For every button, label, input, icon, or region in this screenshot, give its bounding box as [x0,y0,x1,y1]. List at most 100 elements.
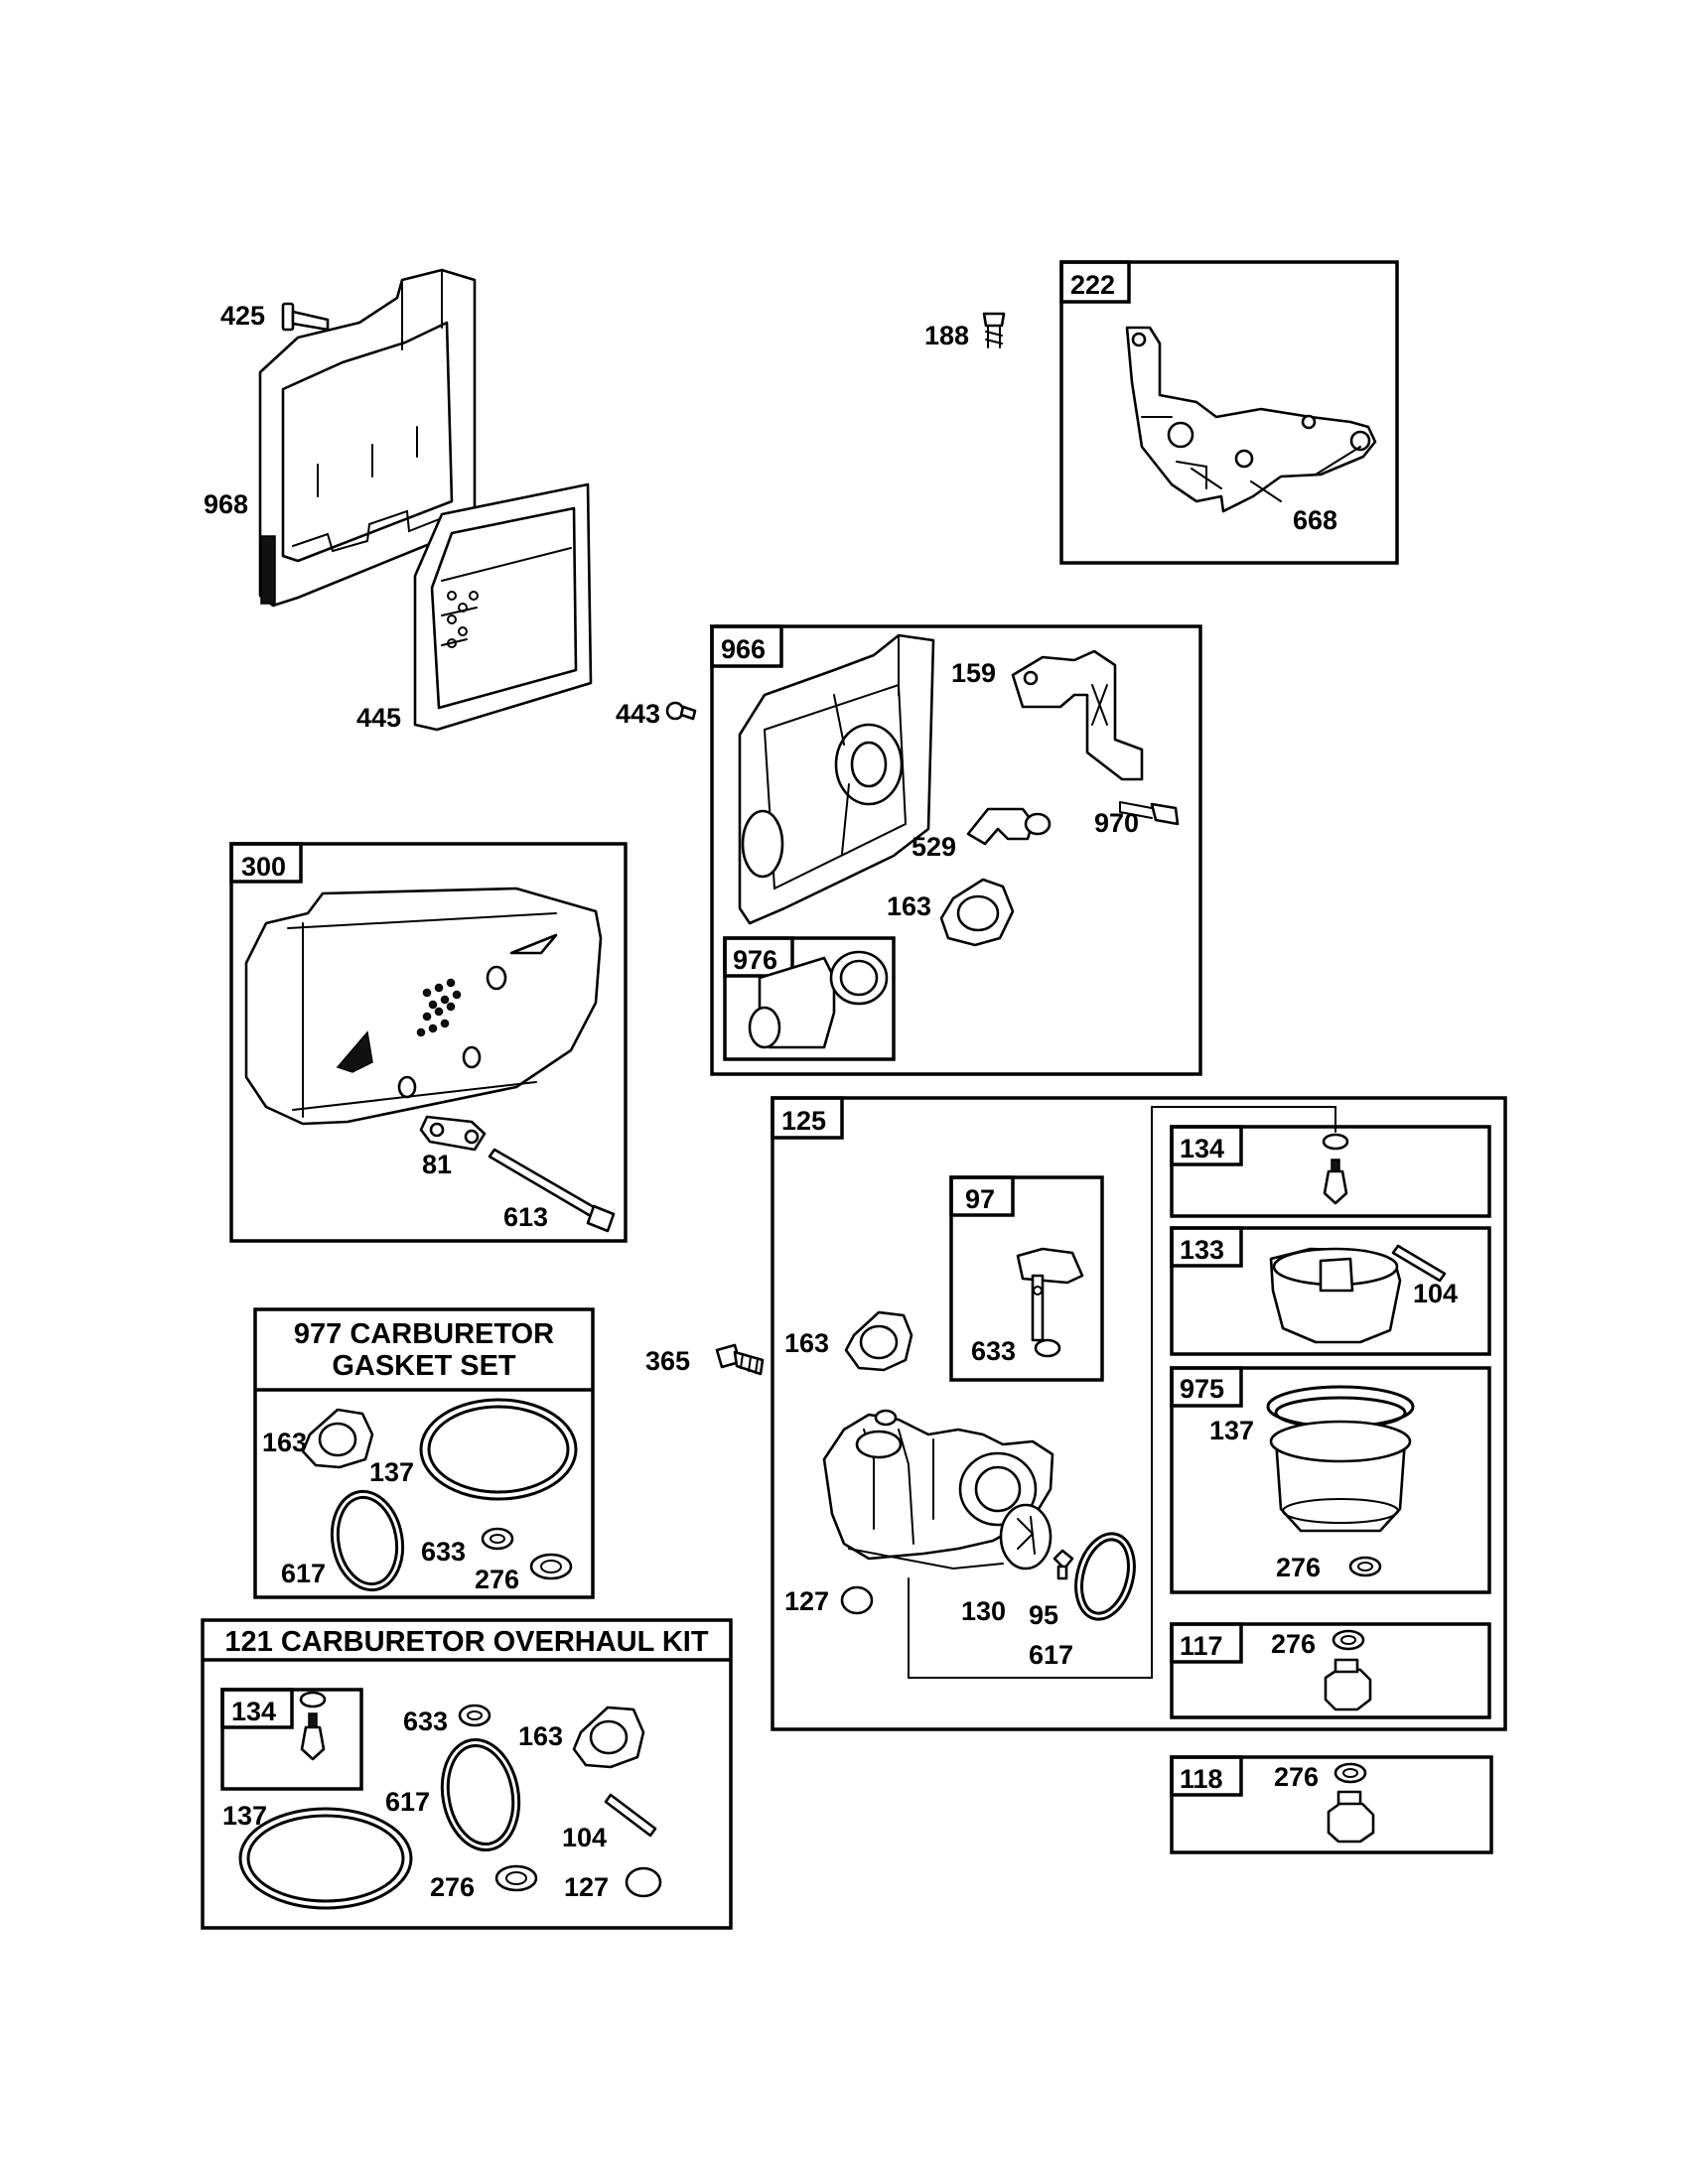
box-number-label: 97 [965,1184,995,1214]
box-number-label: 222 [1070,270,1115,300]
box-number-label: 300 [241,852,286,882]
part-number-label: 617 [385,1787,430,1817]
muffler-box-tag [229,842,303,884]
part-number-label: 276 [430,1872,475,1902]
part-number-label: 163 [518,1721,563,1751]
part-number-label: 425 [220,301,265,331]
part-number-label: 443 [616,699,660,729]
inlet-needle-part [1322,1133,1349,1205]
washer-part [458,1704,491,1727]
exhaust-gasket-part [419,1115,487,1152]
part-number-label: 276 [475,1565,519,1594]
gasket-part [572,1706,645,1769]
overhaul-kit-title: 121 CARBURETOR OVERHAUL KIT [224,1626,708,1658]
box-number-label: 976 [733,945,777,975]
part-number-label: 163 [887,891,931,921]
part-number-label: 95 [1029,1600,1058,1630]
part-number-label: 159 [951,658,996,688]
box-number-label: 975 [1180,1374,1224,1404]
part-number-label: 633 [421,1537,466,1567]
choke-shaft-box-frame [949,1175,1104,1382]
precleaner-box-frame [723,936,896,1061]
washer-part [494,1864,538,1892]
part-number-label: 633 [971,1336,1016,1366]
bowl-screw-part [1324,1658,1372,1711]
part-number-label: 104 [562,1823,607,1852]
box-number-label: 134 [1180,1134,1224,1163]
part-number-label: 617 [281,1559,326,1588]
part-number-label: 127 [564,1872,609,1902]
part-number-label: 276 [1274,1762,1319,1792]
box-number-label: 118 [1180,1764,1223,1794]
fuel-fitting-part [874,1409,898,1427]
connector-lines [908,1106,1336,1679]
part-number-label: 137 [369,1457,414,1487]
drain-screw-box-frame [1170,1622,1491,1719]
part-number-label: 968 [204,489,248,519]
part-number-label: 970 [1094,808,1139,838]
part-number-label: 365 [645,1346,690,1376]
washer-part [1348,1556,1382,1577]
part-number-label: 130 [961,1596,1006,1626]
drain-kit-box-frame [1170,1755,1493,1854]
muffler-part [244,887,603,1126]
bolt-part [1119,801,1180,826]
breather-bracket-part [1011,649,1144,781]
washer-part [1333,1762,1367,1784]
part-number-label: 81 [422,1150,452,1179]
part-number-label: 127 [784,1586,829,1616]
air-cleaner-box-tag [710,624,783,668]
drain-kit-box-tag [1170,1755,1243,1797]
part-number-label: 163 [262,1428,307,1457]
gasket-set-subtitle: GASKET SET [332,1350,516,1382]
part-number-label: 104 [1413,1279,1458,1308]
part-number-label: 613 [503,1202,548,1232]
float-pin-part [1391,1244,1447,1283]
drain-screw-box-tag [1170,1622,1243,1664]
muffler-box-frame [229,842,628,1243]
float-part [1269,1247,1402,1344]
breather-tube-part [966,807,1052,846]
exhaust-bolt-part [488,1148,616,1233]
float-bowl-part [1266,1385,1415,1533]
washer-part [529,1553,573,1580]
choke-shaft-part [1016,1247,1084,1358]
screw-part [982,312,1006,348]
part-number-label: 633 [403,1706,448,1736]
gasket-part [301,1408,374,1469]
bowl-box-tag [1170,1366,1243,1408]
carburetor-body-part [822,1413,1054,1570]
drain-screw-part [1327,1790,1375,1843]
part-number-label: 529 [912,832,956,862]
overhaul-kit-box-frame [201,1618,733,1930]
inlet-needle-box-tag [1170,1125,1243,1166]
carburetor-box-tag [771,1096,844,1140]
part-number-label: 137 [1209,1416,1254,1445]
air-cleaner-box-frame [710,624,1202,1076]
welch-plug-part [840,1585,874,1615]
choke-shaft-box-tag [949,1175,1015,1217]
o-ring-part [1074,1532,1136,1621]
gasket-set-box-frame [253,1307,595,1599]
washer-part [1332,1629,1365,1651]
air-intake-base-part [738,633,935,925]
gasket-part [844,1310,913,1372]
box-number-label: 134 [231,1697,276,1726]
box-number-label: 117 [1180,1631,1223,1661]
float-box-frame [1170,1226,1491,1356]
welch-plug-part [625,1866,662,1898]
air-intake-tube-part [748,950,889,1049]
bowl-box-frame [1170,1366,1491,1594]
carburetor-box-frame [771,1096,1507,1731]
part-number-label: 617 [1029,1640,1073,1670]
air-cleaner-base-part [258,268,477,608]
o-ring-part [440,1737,521,1852]
bracket-box-tag [1059,260,1131,304]
screw-part [665,701,697,721]
bracket-box-frame [1059,260,1399,565]
stud-part [715,1343,765,1376]
screw-part [1052,1549,1074,1580]
leader-lines [1250,446,1361,502]
precleaner-box-tag [723,936,794,978]
